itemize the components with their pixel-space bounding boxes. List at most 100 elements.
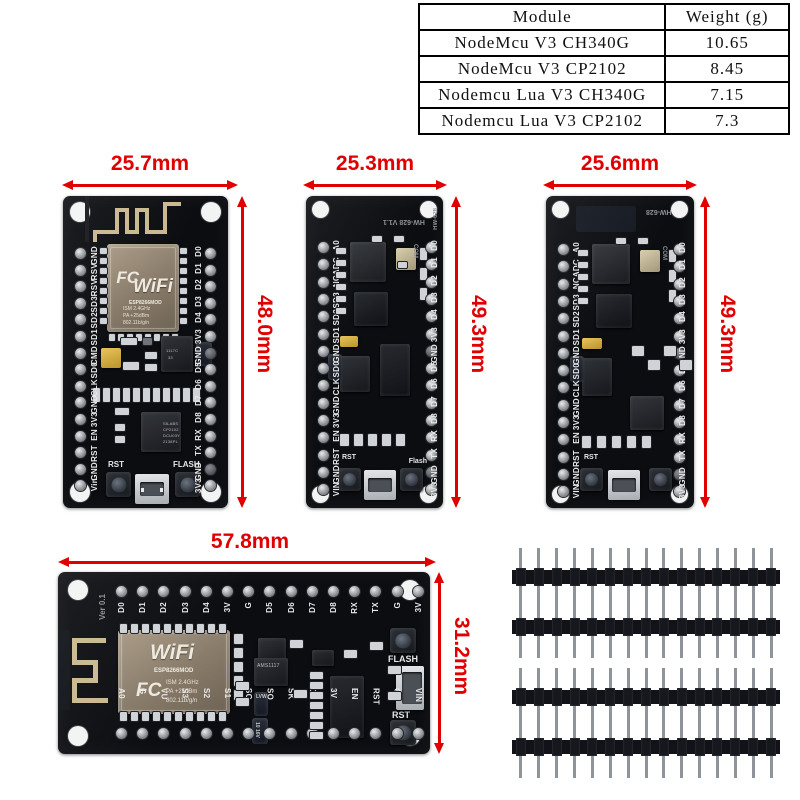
pin-pad[interactable] [328, 586, 339, 597]
pin-pad[interactable] [222, 728, 233, 739]
pin-pad[interactable] [674, 468, 685, 480]
pin-pad[interactable] [205, 447, 216, 459]
pin-pad[interactable] [205, 347, 216, 359]
pin-pad[interactable] [75, 414, 86, 425]
micro-usb-port[interactable] [364, 470, 396, 500]
pin-pad[interactable] [558, 382, 569, 394]
pin-pad[interactable] [558, 451, 569, 463]
pin-pad[interactable] [426, 415, 437, 426]
pin-pad[interactable] [426, 259, 437, 271]
pin-pad[interactable] [264, 728, 276, 739]
pin-pad[interactable] [558, 261, 569, 273]
pin-pad[interactable] [318, 415, 329, 426]
pin-pad[interactable] [318, 449, 329, 461]
pin-header-strip[interactable] [512, 668, 780, 728]
pin-pad[interactable] [674, 244, 685, 255]
pin-pad[interactable] [75, 380, 86, 392]
pin-pad[interactable] [674, 417, 685, 428]
pin-pad[interactable] [370, 728, 382, 739]
rst-button[interactable] [106, 472, 131, 497]
pin-pad[interactable] [318, 328, 329, 340]
pin-header-strip[interactable] [512, 718, 780, 778]
pin-pad[interactable] [205, 380, 216, 392]
pin-pad[interactable] [116, 728, 127, 739]
pin-pad[interactable] [426, 276, 437, 288]
pin-pad[interactable] [264, 586, 276, 597]
pin-pad[interactable] [75, 397, 86, 409]
pin-pad[interactable] [75, 447, 86, 459]
board-1-nodemcu-cp2102[interactable]: FC WiFi ESP8266MOD ISM 2.4GHz PA +25dBm … [63, 196, 228, 508]
pin-pad[interactable] [328, 728, 339, 739]
pin-pad[interactable] [318, 293, 329, 305]
pin-pad[interactable] [75, 331, 86, 342]
pin-pad[interactable] [205, 297, 216, 309]
pin-pad[interactable] [674, 486, 685, 498]
pin-pad[interactable] [349, 586, 361, 597]
pin-pad[interactable] [318, 380, 329, 392]
pin-pad[interactable] [391, 728, 403, 739]
flash-button[interactable] [390, 628, 416, 653]
pin-pad[interactable] [75, 430, 86, 442]
pin-pad[interactable] [674, 313, 685, 325]
pin-pad[interactable] [243, 728, 255, 739]
rst-button[interactable] [338, 468, 361, 491]
pin-pad[interactable] [674, 365, 685, 377]
pin-pad[interactable] [200, 728, 212, 739]
pin-pad[interactable] [674, 399, 685, 411]
pin-header-strip[interactable] [512, 548, 780, 608]
pin-pad[interactable] [205, 314, 216, 326]
pin-pad[interactable] [137, 586, 149, 597]
pin-pad[interactable] [205, 331, 216, 342]
pin-pad[interactable] [75, 364, 86, 376]
pin-pad[interactable] [426, 345, 437, 357]
pin-pad[interactable] [558, 244, 569, 255]
pin-pad[interactable] [558, 347, 569, 359]
pin-pad[interactable] [349, 728, 361, 739]
pin-pad[interactable] [558, 330, 569, 342]
pin-pad[interactable] [306, 586, 318, 597]
pin-pad[interactable] [674, 382, 685, 394]
pin-pad[interactable] [426, 466, 437, 478]
pin-pad[interactable] [116, 586, 127, 597]
pin-pad[interactable] [674, 434, 685, 446]
pin-pad[interactable] [426, 293, 437, 305]
pin-pad[interactable] [205, 414, 216, 425]
pin-pad[interactable] [205, 480, 216, 492]
pin-pad[interactable] [243, 586, 255, 597]
pin-pad[interactable] [75, 248, 86, 259]
pin-pad[interactable] [137, 728, 149, 739]
micro-usb-port[interactable] [608, 470, 640, 500]
pin-pad[interactable] [674, 278, 685, 290]
pin-pad[interactable] [674, 451, 685, 463]
flash-button[interactable] [649, 468, 672, 491]
board-4-nodemcu-v3[interactable]: Ver 0.1 WiFi ESP8266MOD FC ISM 2.4GHz PA… [58, 572, 430, 754]
pin-pad[interactable] [285, 728, 297, 739]
pin-pad[interactable] [318, 276, 329, 288]
flash-button[interactable] [175, 472, 200, 497]
pin-pad[interactable] [205, 364, 216, 376]
pin-pad[interactable] [558, 365, 569, 377]
pin-pad[interactable] [158, 586, 170, 597]
pin-pad[interactable] [558, 399, 569, 411]
pin-pad[interactable] [222, 586, 233, 597]
pin-pad[interactable] [205, 264, 216, 276]
pin-pad[interactable] [426, 311, 437, 323]
pin-pad[interactable] [426, 363, 437, 375]
pin-pad[interactable] [200, 586, 212, 597]
pin-pad[interactable] [426, 380, 437, 392]
pin-pad[interactable] [558, 434, 569, 446]
pin-pad[interactable] [75, 264, 86, 276]
pin-pad[interactable] [558, 486, 569, 498]
pin-pad[interactable] [426, 484, 437, 496]
pin-pad[interactable] [558, 313, 569, 325]
pin-pad[interactable] [205, 281, 216, 293]
pin-pad[interactable] [391, 586, 403, 597]
pin-pad[interactable] [558, 295, 569, 307]
pin-pad[interactable] [75, 347, 86, 359]
pin-pad[interactable] [318, 432, 329, 444]
pin-pad[interactable] [205, 248, 216, 259]
pin-pad[interactable] [75, 297, 86, 309]
flash-button[interactable] [400, 468, 423, 491]
